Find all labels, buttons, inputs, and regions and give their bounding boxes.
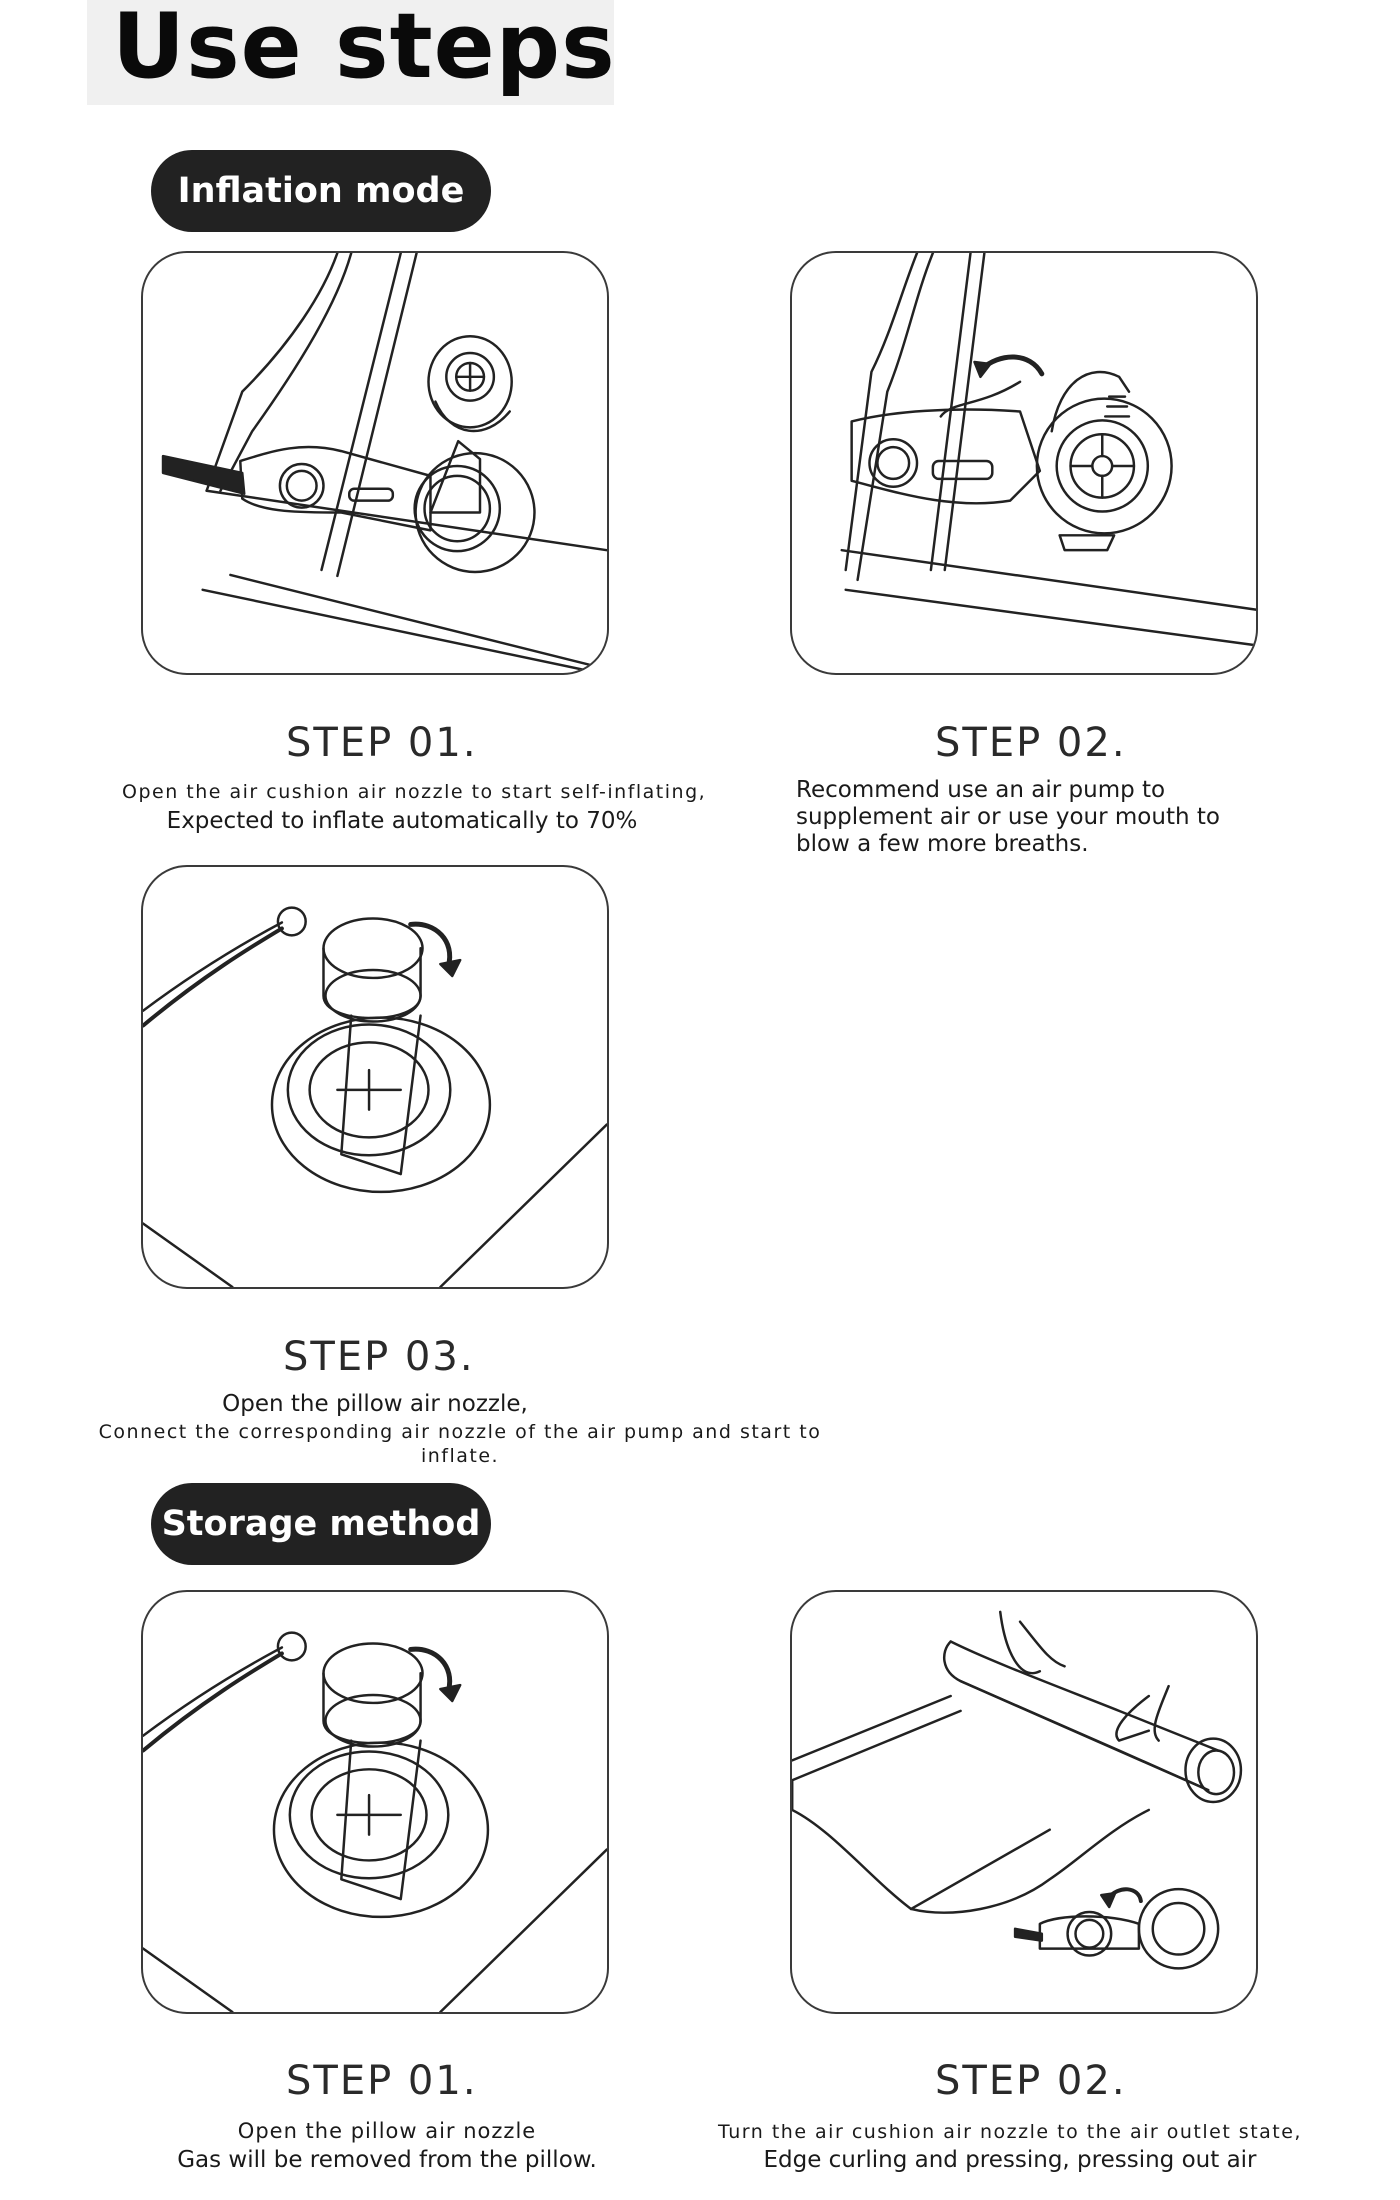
inflate-step2-line3: blow a few more breaths. (796, 830, 1089, 858)
air-pump-valve-illustration-icon (792, 253, 1256, 673)
inflate-step2-label: STEP 02. (935, 720, 1127, 766)
storage-step2-line2: Edge curling and pressing, pressing out … (700, 2146, 1320, 2174)
storage-step1-illustration (141, 1590, 609, 2014)
inflate-step2-illustration (790, 251, 1258, 675)
inflate-step3-line3: inflate. (80, 1442, 840, 1470)
storage-step2-line1: Turn the air cushion air nozzle to the a… (700, 2118, 1320, 2146)
pillow-valve-open-illustration-icon (143, 1592, 607, 2012)
inflate-step2-line1: Recommend use an air pump to (796, 776, 1165, 804)
inflate-step1-label: STEP 01. (286, 720, 478, 766)
section-label-inflation: Inflation mode (151, 150, 491, 232)
storage-step2-illustration (790, 1590, 1258, 2014)
pillow-valve-illustration-icon (143, 867, 607, 1287)
storage-step1-line2: Gas will be removed from the pillow. (122, 2146, 652, 2174)
inflate-step3-illustration (141, 865, 609, 1289)
storage-step2-label: STEP 02. (935, 2058, 1127, 2104)
roll-mattress-illustration-icon (792, 1592, 1256, 2012)
storage-step1-line1: Open the pillow air nozzle (122, 2117, 652, 2145)
inflate-step1-illustration (141, 251, 609, 675)
inflate-step1-line1: Open the air cushion air nozzle to start… (122, 778, 682, 806)
inflate-step1-line2: Expected to inflate automatically to 70% (122, 807, 682, 835)
storage-step1-label: STEP 01. (286, 2058, 478, 2104)
inflate-step3-label: STEP 03. (283, 1334, 475, 1380)
inflate-step2-line2: supplement air or use your mouth to (796, 803, 1220, 831)
inflate-step3-line1: Open the pillow air nozzle, (100, 1390, 650, 1418)
page-title: Use steps (112, 0, 616, 99)
section-label-storage: Storage method (151, 1483, 491, 1565)
air-nozzle-open-illustration-icon (143, 253, 607, 673)
